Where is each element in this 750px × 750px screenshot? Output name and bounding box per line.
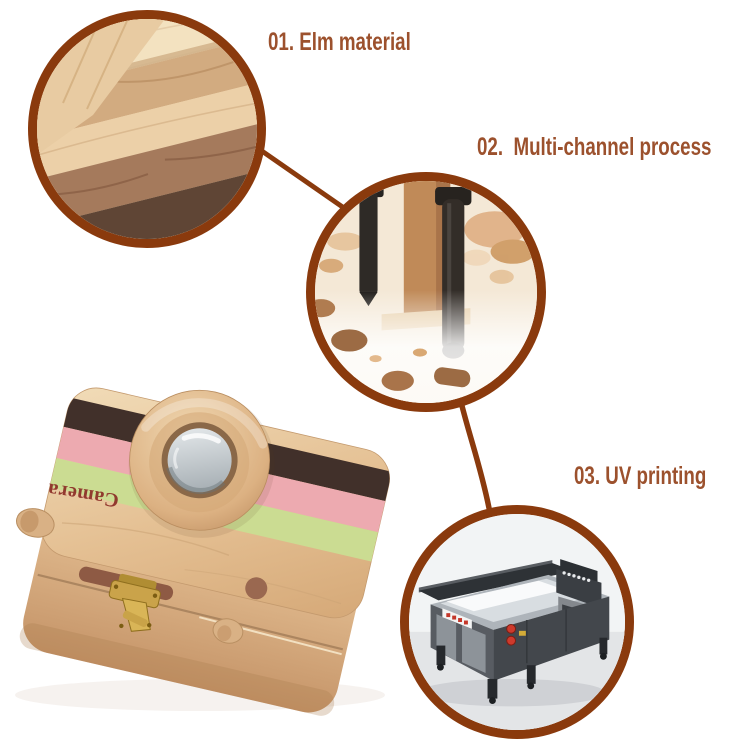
wood-grain-line bbox=[61, 522, 230, 556]
lens-glass bbox=[167, 428, 232, 493]
connector-circle2-circle3 bbox=[458, 399, 492, 511]
elm-wood-photo bbox=[37, 19, 257, 239]
uv-printer-machine bbox=[418, 559, 610, 704]
connector-circle1-circle2 bbox=[256, 146, 347, 211]
vertical-board bbox=[37, 19, 165, 155]
wood-shavings bbox=[319, 211, 535, 284]
top-brown-dot bbox=[245, 577, 268, 600]
callout-label-multi-channel: 02. Multi-channel process bbox=[477, 133, 712, 161]
callout-circle-uv-printing bbox=[400, 505, 634, 739]
brass-latch bbox=[108, 573, 161, 632]
printer-legs bbox=[436, 637, 608, 704]
callout-circle-multi-channel bbox=[306, 172, 546, 412]
glass-shadow-arc bbox=[166, 466, 226, 495]
drilled-holes bbox=[315, 299, 471, 391]
camera-bottom-shade bbox=[19, 623, 335, 716]
front-knob bbox=[212, 618, 244, 644]
box-lid-seam bbox=[37, 573, 344, 651]
lens-highlight bbox=[141, 398, 268, 449]
glass-sparkle bbox=[181, 433, 221, 444]
cnc-drilling-photo bbox=[315, 181, 537, 403]
callout-label-elm-material: 01. Elm material bbox=[268, 28, 411, 56]
glass-sparkle-2 bbox=[173, 447, 180, 469]
callout-label-uv-printing: 03. UV printing bbox=[574, 462, 707, 490]
wooden-toy-camera: Camera bbox=[15, 387, 396, 716]
side-knob bbox=[16, 508, 55, 538]
printer-floor-shadow bbox=[418, 678, 606, 707]
callout-circle-elm-material bbox=[28, 10, 266, 248]
uv-printer-photo bbox=[409, 514, 625, 730]
